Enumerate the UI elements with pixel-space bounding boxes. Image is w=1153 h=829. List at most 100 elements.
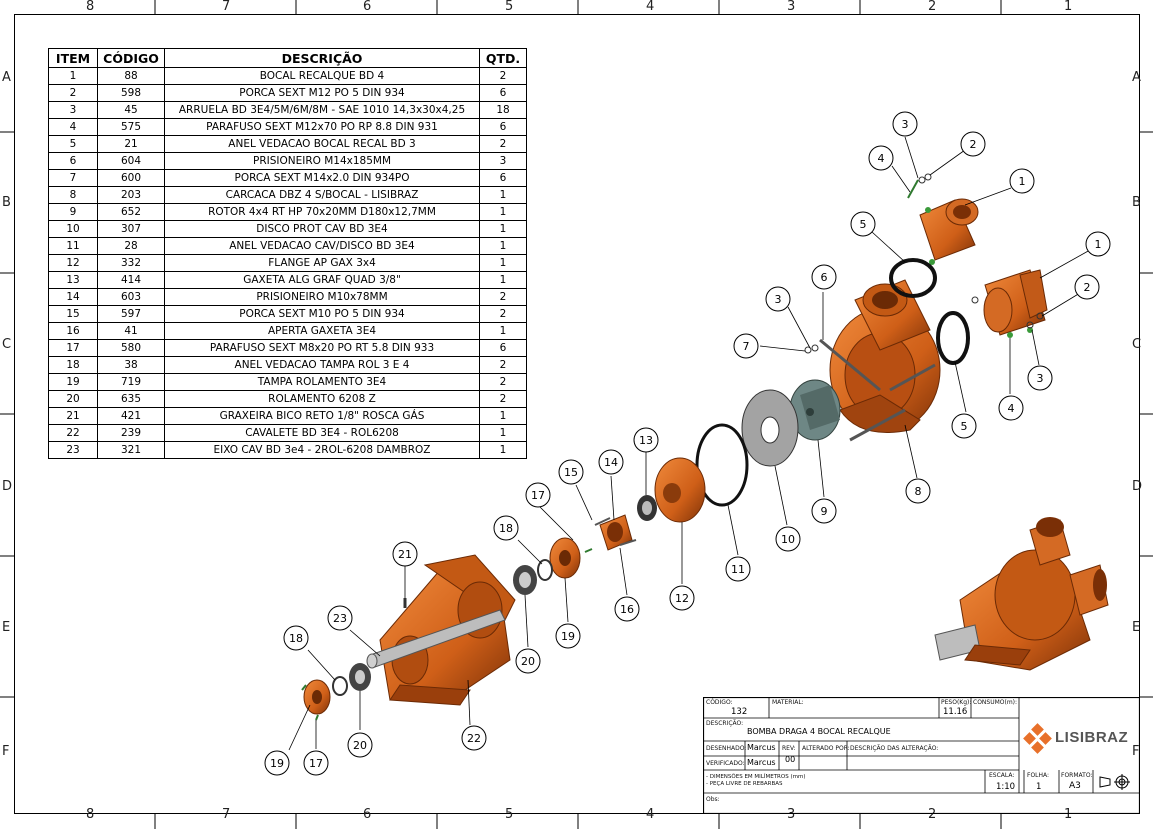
sealing-ring-right [936, 311, 970, 365]
flange [654, 457, 706, 523]
balloon-label: 19 [270, 757, 284, 770]
gasket-ring [695, 423, 749, 507]
alterado-label: ALTERADO POR: [802, 745, 850, 752]
verificado-label: VERIFICADO: [706, 760, 745, 767]
balloon-circle [493, 515, 519, 541]
obs-label: Obs: [706, 796, 720, 803]
balloon-label: 18 [499, 522, 513, 535]
shaft [366, 609, 506, 669]
assembled-pump-view [934, 517, 1109, 671]
formato-value: A3 [1069, 781, 1081, 791]
sealing-ring-upper [889, 258, 937, 298]
balloon-label: 19 [561, 630, 575, 643]
balloon-circle [775, 526, 801, 552]
folha-value: 1 [1036, 782, 1042, 792]
pump-casing [819, 279, 941, 442]
balloon-circle [264, 750, 290, 776]
balloon-label: 17 [309, 757, 323, 770]
bom-cell-codigo: 598 [97, 84, 165, 102]
balloon-label: 11 [731, 563, 745, 576]
rev-label: REV: [782, 745, 796, 752]
zone-col-7: 7 [222, 0, 231, 14]
seal-ring-left [332, 676, 348, 696]
balloon-label: 17 [531, 489, 545, 502]
zone-col-1-bottom: 1 [1064, 807, 1073, 822]
bom-cell-descricao: PORCA SEXT M14x2.0 DIN 934PO [164, 169, 480, 187]
balloon-circle [733, 333, 759, 359]
balloon-label: 3 [1037, 372, 1044, 385]
balloon-circle [725, 556, 751, 582]
balloon-label: 9 [821, 505, 828, 518]
escala-value: 1:10 [996, 782, 1016, 792]
seal-ring-right [537, 559, 553, 581]
projection-symbol-icon [1099, 774, 1130, 790]
balloon-circle [327, 605, 353, 631]
bom-cell-codigo: 321 [97, 441, 165, 459]
balloon-label: 20 [353, 739, 367, 752]
company-logo: LISIBRAZ [1021, 721, 1139, 761]
codigo-value: 132 [731, 707, 748, 717]
balloon-label: 3 [775, 293, 782, 306]
balloon-label: 14 [604, 456, 618, 469]
gland-packing [637, 495, 657, 521]
balloon-label: 1 [1095, 238, 1102, 251]
zone-col-3-bottom: 3 [787, 807, 796, 822]
balloon-label: 3 [902, 118, 909, 131]
bom-cell-item: 23 [48, 441, 98, 459]
bom-cell-item: 16 [48, 322, 98, 340]
zone-row-e-right: E [1132, 620, 1141, 635]
balloon-label: 2 [970, 138, 977, 151]
desenhado-value: Marcus [747, 743, 776, 752]
zone-row-d-right: D [1132, 479, 1143, 494]
balloon-label: 13 [639, 434, 653, 447]
bom-cell-descricao: EIXO CAV BD 3e4 - 2ROL-6208 DAMBROZ [164, 441, 480, 459]
zone-row-e: E [2, 620, 11, 635]
descricao-label: DESCRIÇÃO: [706, 720, 744, 727]
balloon-circle [347, 732, 373, 758]
peso-label: PESO(Kg): [941, 699, 972, 706]
title-block: CÓDIGO: 132 MATERIAL: PESO(Kg): 11.16 CO… [703, 697, 1140, 814]
balloon-circle [951, 413, 977, 439]
balloon-circle [960, 131, 986, 157]
balloon-label: 4 [878, 152, 885, 165]
bearing-left [349, 663, 371, 691]
bom-cell-descricao: PARAFUSO SEXT M12x70 PO RP 8.8 DIN 931 [164, 118, 480, 136]
balloon-label: 6 [821, 271, 828, 284]
balloon-label: 20 [521, 655, 535, 668]
zone-row-f-right: F [1132, 744, 1140, 759]
protection-disc [741, 389, 799, 467]
peso-value: 11.16 [943, 707, 968, 717]
bearing-right [513, 565, 537, 595]
balloon-circle [1085, 231, 1111, 257]
balloon-circle [1074, 274, 1100, 300]
desenhado-label: DESENHADO: [706, 745, 747, 752]
escala-label: ESCALA: [989, 772, 1015, 779]
codigo-label: CÓDIGO: [706, 699, 733, 706]
descricao-value: BOMBA DRAGA 4 BOCAL RECALQUE [747, 727, 891, 736]
bearing-cover-right [549, 537, 593, 579]
zone-row-b-right: B [1132, 195, 1141, 210]
balloon-circle [811, 498, 837, 524]
balloon-label: 5 [860, 218, 867, 231]
zone-col-5-bottom: 5 [505, 807, 514, 822]
balloon-label: 23 [333, 612, 347, 625]
balloon-circle [905, 478, 931, 504]
bom-cell-codigo: 45 [97, 101, 165, 119]
title-block-grid [703, 697, 1140, 814]
bom-cell-descricao: BOCAL RECALQUE BD 4 [164, 67, 480, 85]
bom-cell-qtd: 1 [479, 441, 527, 459]
balloon-circle [811, 264, 837, 290]
zone-col-2: 2 [928, 0, 937, 14]
balloon-label: 22 [467, 732, 481, 745]
bom-cell-descricao: ANEL VEDACAO BOCAL RECAL BD 3 [164, 135, 480, 153]
balloon-circle [669, 585, 695, 611]
balloon-circle [303, 750, 329, 776]
